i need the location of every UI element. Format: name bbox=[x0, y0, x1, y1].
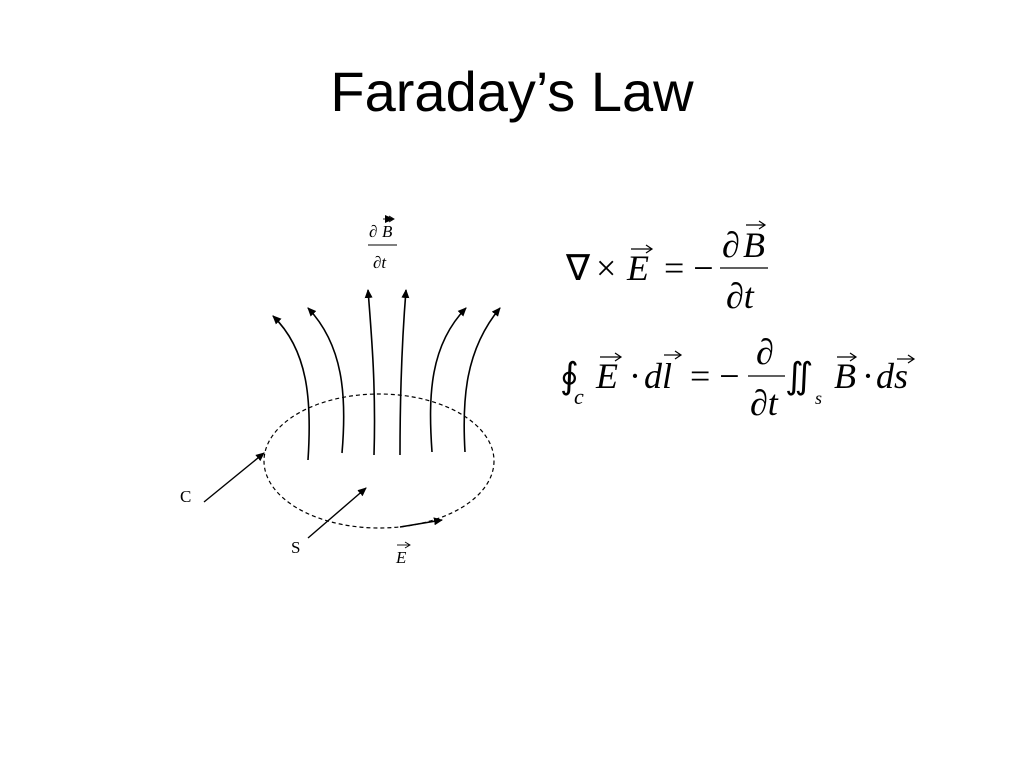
flux-derivative-label: ∂ B ∂t bbox=[368, 215, 397, 272]
vector-arrow-head-icon bbox=[614, 352, 623, 362]
flux-line bbox=[429, 307, 467, 453]
integral-form-equation: ∮ c E · dl = − ∂ ∂t ∬ s B · ds bbox=[560, 332, 916, 423]
double-integral-symbol: ∬ bbox=[785, 356, 813, 396]
time-partial: ∂t bbox=[726, 276, 755, 316]
pointer-arrow-c bbox=[203, 452, 265, 503]
equals-minus: = − bbox=[664, 248, 714, 288]
flux-line bbox=[272, 315, 311, 461]
flux-line bbox=[463, 307, 501, 453]
field-direction-arrow bbox=[399, 517, 443, 528]
dot-operator: · bbox=[862, 356, 874, 396]
flux-lines bbox=[272, 289, 501, 461]
line-element: dl bbox=[644, 356, 672, 396]
electric-field-symbol: E bbox=[395, 548, 407, 567]
vector-arrow-head-icon bbox=[674, 350, 683, 360]
partial-symbol: ∂ bbox=[722, 225, 740, 265]
electric-field-symbol: E bbox=[626, 248, 649, 288]
contour-integral-symbol: ∮ bbox=[560, 356, 579, 396]
vector-arrow-head-icon bbox=[645, 244, 654, 254]
vector-arrow-head-icon bbox=[388, 215, 395, 223]
flux-line bbox=[399, 289, 410, 456]
pointer-arrow-s bbox=[307, 487, 367, 539]
time-partial: ∂t bbox=[373, 253, 387, 272]
slide-title: Faraday’s Law bbox=[330, 60, 694, 123]
nabla-symbol: ∇ bbox=[565, 248, 591, 288]
surface-subscript: s bbox=[815, 388, 822, 408]
vector-arrow-head-icon bbox=[758, 220, 767, 230]
closed-loop-c bbox=[263, 393, 495, 529]
flux-line bbox=[307, 307, 345, 454]
magnetic-field-symbol: B bbox=[834, 356, 856, 396]
equals-minus: = − bbox=[690, 356, 740, 396]
partial-symbol: ∂ bbox=[369, 222, 377, 241]
surface-label-s: S bbox=[291, 538, 300, 557]
electric-field-symbol: E bbox=[595, 356, 618, 396]
differential-form-equation: ∇ × E = − ∂ B ∂t bbox=[565, 220, 768, 316]
vector-arrow-head-icon bbox=[404, 541, 411, 549]
vector-arrow-head-icon bbox=[849, 352, 858, 362]
magnetic-field-symbol: B bbox=[743, 225, 765, 265]
cross-product-symbol: × bbox=[596, 248, 616, 288]
electric-field-label: E bbox=[395, 541, 411, 567]
magnetic-field-symbol: B bbox=[382, 222, 393, 241]
partial-symbol: ∂ bbox=[756, 332, 774, 372]
time-partial: ∂t bbox=[750, 383, 779, 423]
contour-subscript: c bbox=[574, 384, 584, 409]
dot-operator: · bbox=[629, 356, 641, 396]
flux-line bbox=[364, 289, 376, 456]
surface-element: ds bbox=[876, 356, 908, 396]
vector-arrow-head-icon bbox=[907, 354, 916, 364]
curve-label-c: C bbox=[180, 487, 191, 506]
